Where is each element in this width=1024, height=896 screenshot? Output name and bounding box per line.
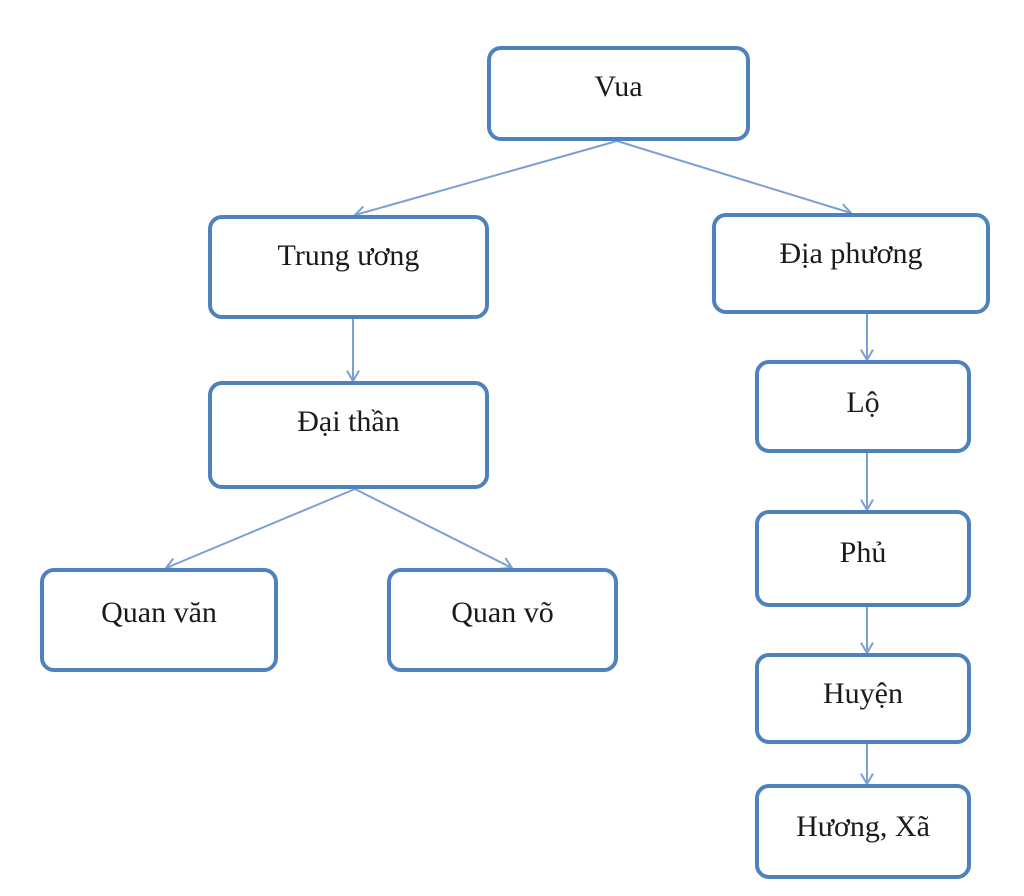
node-lo: Lộ: [755, 360, 971, 453]
node-quan-vo: Quan võ: [387, 568, 618, 672]
node-phu: Phủ: [755, 510, 971, 607]
connector-dai_than-to-quan_vo: [354, 488, 513, 569]
node-quan-van: Quan văn: [40, 568, 278, 672]
node-quan-van-label: Quan văn: [101, 596, 217, 629]
node-vua-label: Vua: [594, 70, 643, 103]
node-trung-uong-label: Trung ương: [277, 239, 420, 272]
node-dai-than-label: Đại thần: [297, 405, 400, 438]
connector-dai_than-to-quan_van: [165, 488, 356, 569]
node-trung-uong: Trung ương: [208, 215, 489, 319]
node-huong-xa-label: Hương, Xã: [796, 810, 930, 843]
node-huong-xa: Hương, Xã: [755, 784, 971, 879]
connector-vua-to-trung_uong: [354, 140, 618, 216]
node-quan-vo-label: Quan võ: [451, 596, 554, 629]
node-vua: Vua: [487, 46, 750, 141]
node-dia-phuong-label: Địa phương: [779, 237, 923, 270]
connector-vua-to-dia_phuong: [616, 140, 852, 214]
node-huyen: Huyện: [755, 653, 971, 744]
node-huyen-label: Huyện: [823, 677, 903, 710]
node-lo-label: Lộ: [846, 386, 880, 419]
node-dai-than: Đại thần: [208, 381, 489, 489]
node-dia-phuong: Địa phương: [712, 213, 990, 314]
node-phu-label: Phủ: [839, 536, 887, 569]
